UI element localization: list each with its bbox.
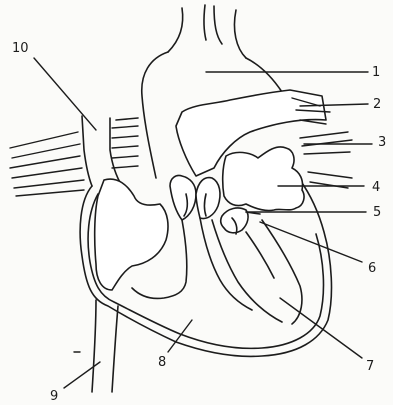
pulmonary-veins — [300, 132, 352, 188]
left-atrium — [223, 147, 304, 211]
label-8: 8 — [158, 355, 166, 370]
label-6: 6 — [368, 261, 376, 276]
label-5: 5 — [373, 205, 381, 220]
leader-line-10 — [34, 58, 96, 130]
left-vessels — [10, 132, 84, 196]
label-2: 2 — [373, 97, 381, 112]
inferior-vena-cava — [74, 300, 118, 392]
aortic-valve — [170, 175, 220, 220]
right-atrium — [95, 179, 168, 290]
label-4: 4 — [372, 180, 380, 195]
label-1: 1 — [372, 65, 380, 80]
label-9: 9 — [50, 389, 58, 404]
leader-line-6 — [260, 222, 362, 262]
leader-line-8 — [168, 320, 192, 352]
superior-vena-cava — [82, 116, 138, 186]
label-7: 7 — [366, 359, 374, 374]
label-3: 3 — [378, 135, 386, 150]
leader-line-9 — [64, 362, 100, 388]
label-10: 10 — [12, 41, 29, 56]
leader-line-7 — [280, 298, 362, 358]
